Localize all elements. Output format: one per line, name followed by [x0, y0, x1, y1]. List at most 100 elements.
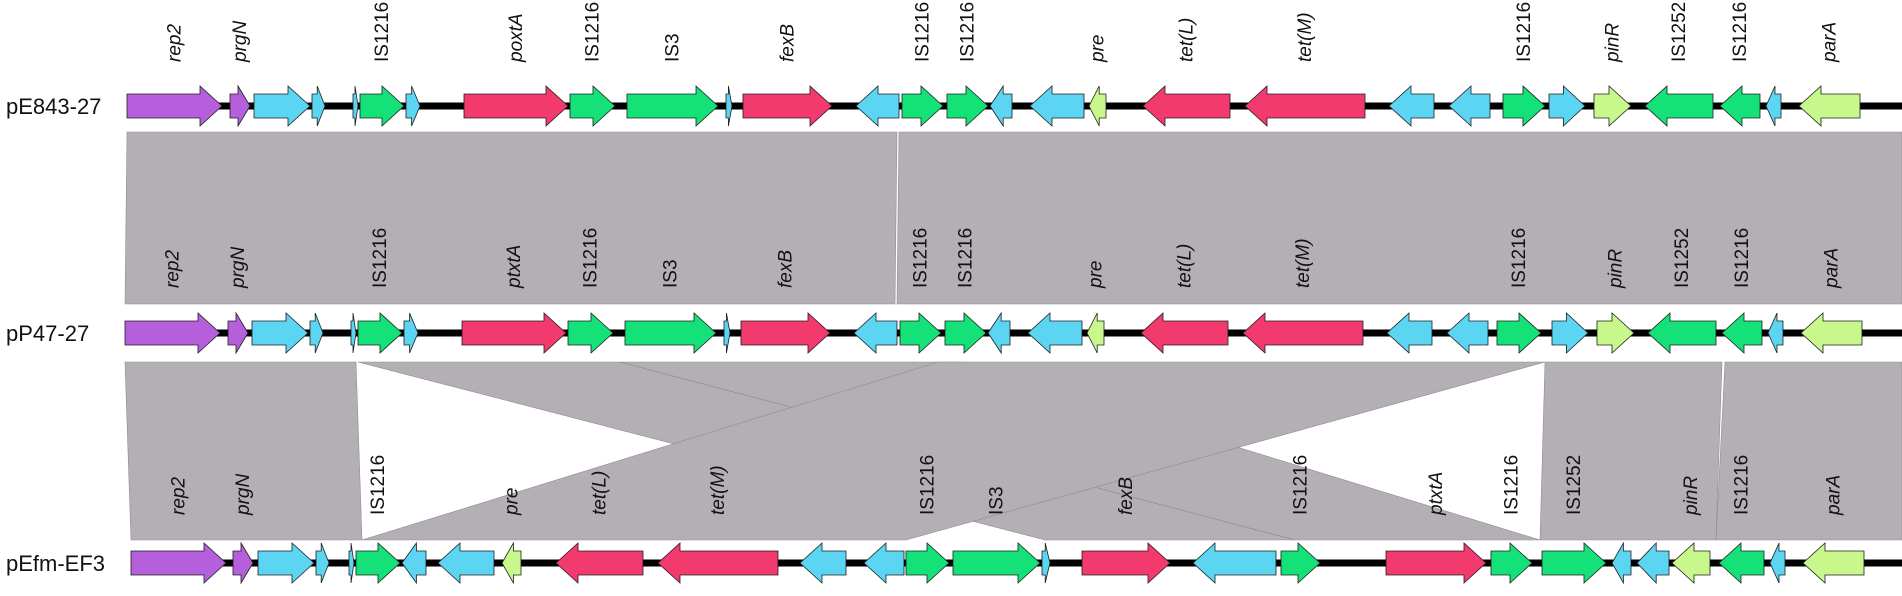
gene-arrow — [1502, 85, 1546, 127]
gene-arrow — [1541, 542, 1607, 584]
gene-label: IS1216 — [918, 455, 939, 515]
gene-arrow — [1388, 85, 1435, 127]
gene-arrow — [1244, 85, 1366, 127]
gene-arrow — [799, 542, 847, 584]
gene-label: IS1252 — [1564, 455, 1585, 515]
gene-arrow — [725, 85, 733, 127]
gene-label: IS1216 — [1291, 455, 1312, 515]
gene-arrow — [863, 542, 905, 584]
gene-label: fexB — [1116, 477, 1137, 515]
gene-arrow — [1596, 312, 1635, 354]
homology-regions — [124, 131, 1902, 541]
gene-label: fexB — [776, 250, 797, 288]
gene-arrow — [905, 542, 950, 584]
gene-arrow — [251, 312, 309, 354]
gene-arrow — [946, 85, 989, 127]
gene-arrow — [989, 84, 1013, 128]
gene-label: pre — [1088, 35, 1109, 63]
gene-label: IS1216 — [372, 2, 393, 62]
gene-arrow — [257, 542, 315, 584]
gene-arrow — [1611, 541, 1632, 585]
gene-label: tet(M) — [1295, 12, 1316, 62]
gene-arrow — [1800, 312, 1863, 354]
gene-arrow — [1386, 312, 1433, 354]
gene-arrow — [1385, 542, 1487, 584]
gene-arrow — [359, 85, 405, 127]
gene-arrow — [227, 311, 249, 355]
gene-label: prgN — [230, 21, 251, 63]
gene-label: poxtA — [506, 13, 527, 63]
gene-arrow — [1192, 542, 1277, 584]
gene-label: IS1216 — [1732, 455, 1753, 515]
gene-label: IS1216 — [583, 2, 604, 62]
gene-label: IS3 — [663, 33, 684, 62]
gene-arrow — [1593, 85, 1632, 127]
gene-label: tet(L) — [590, 471, 611, 515]
gene-arrow — [401, 541, 427, 585]
homology-band — [124, 131, 898, 305]
gene-arrow — [130, 542, 227, 584]
gene-label: prgN — [228, 247, 249, 289]
gene-label: IS1216 — [1509, 228, 1530, 288]
gene-arrow — [1140, 312, 1229, 354]
gene-label: rep2 — [165, 24, 186, 62]
gene-arrow — [1448, 85, 1491, 127]
gene-arrow — [229, 84, 251, 128]
gene-arrow — [1671, 542, 1711, 584]
gene-arrow — [437, 542, 495, 584]
gene-arrow — [952, 542, 1041, 584]
gene-arrow — [461, 312, 567, 354]
gene-label: rep2 — [163, 250, 184, 288]
gene-label: rep2 — [169, 477, 190, 515]
gene-arrow — [626, 85, 719, 127]
gene-arrow — [1088, 85, 1107, 127]
gene-arrow — [853, 312, 898, 354]
gene-arrow — [901, 85, 944, 127]
gene-arrow — [740, 312, 831, 354]
gene-arrow — [1490, 542, 1533, 584]
gene-arrow — [405, 85, 421, 127]
gene-label: IS1216 — [1732, 228, 1753, 288]
gene-label: IS1216 — [1502, 455, 1523, 515]
gene-arrow — [944, 312, 987, 354]
gene-label: parA — [1822, 248, 1843, 289]
gene-arrow — [232, 541, 254, 585]
gene-label: IS3 — [987, 486, 1008, 515]
plasmid-name-pe843-27: pE843-27 — [6, 94, 101, 119]
gene-arrow — [315, 542, 330, 584]
gene-arrow — [1142, 85, 1231, 127]
homology-band — [361, 361, 1546, 541]
gene-label: IS1216 — [913, 2, 934, 62]
gene-label: pre — [502, 488, 523, 516]
gene-arrow — [124, 312, 221, 354]
gene-arrow — [1548, 85, 1586, 127]
gene-arrow — [348, 542, 355, 584]
gene-arrow — [355, 542, 401, 584]
homology-band — [1715, 361, 1902, 541]
gene-arrow — [624, 312, 717, 354]
gene-arrow — [1798, 85, 1861, 127]
gene-arrow — [309, 312, 324, 354]
gene-arrow — [1280, 542, 1321, 584]
gene-arrow — [1765, 85, 1782, 127]
gene-arrow — [567, 312, 614, 354]
gene-arrow — [1802, 542, 1865, 584]
gene-label: pinR — [1603, 23, 1624, 63]
gene-label: IS1216 — [581, 228, 602, 288]
gene-label: IS1216 — [956, 228, 977, 288]
gene-arrow — [1769, 542, 1786, 584]
gene-arrow — [657, 542, 779, 584]
gene-arrow — [899, 312, 942, 354]
gene-arrow — [569, 85, 616, 127]
gene-arrow — [311, 85, 326, 127]
gene-label: IS1216 — [368, 455, 389, 515]
gene-arrow — [126, 85, 223, 127]
plasmid-name-pefm-ef3: pEfm-EF3 — [6, 551, 105, 576]
plasmid-name-pp47-27: pP47-27 — [6, 321, 89, 346]
gene-arrow — [350, 312, 357, 354]
gene-label: IS1252 — [1669, 2, 1690, 62]
gene-arrow — [357, 312, 403, 354]
